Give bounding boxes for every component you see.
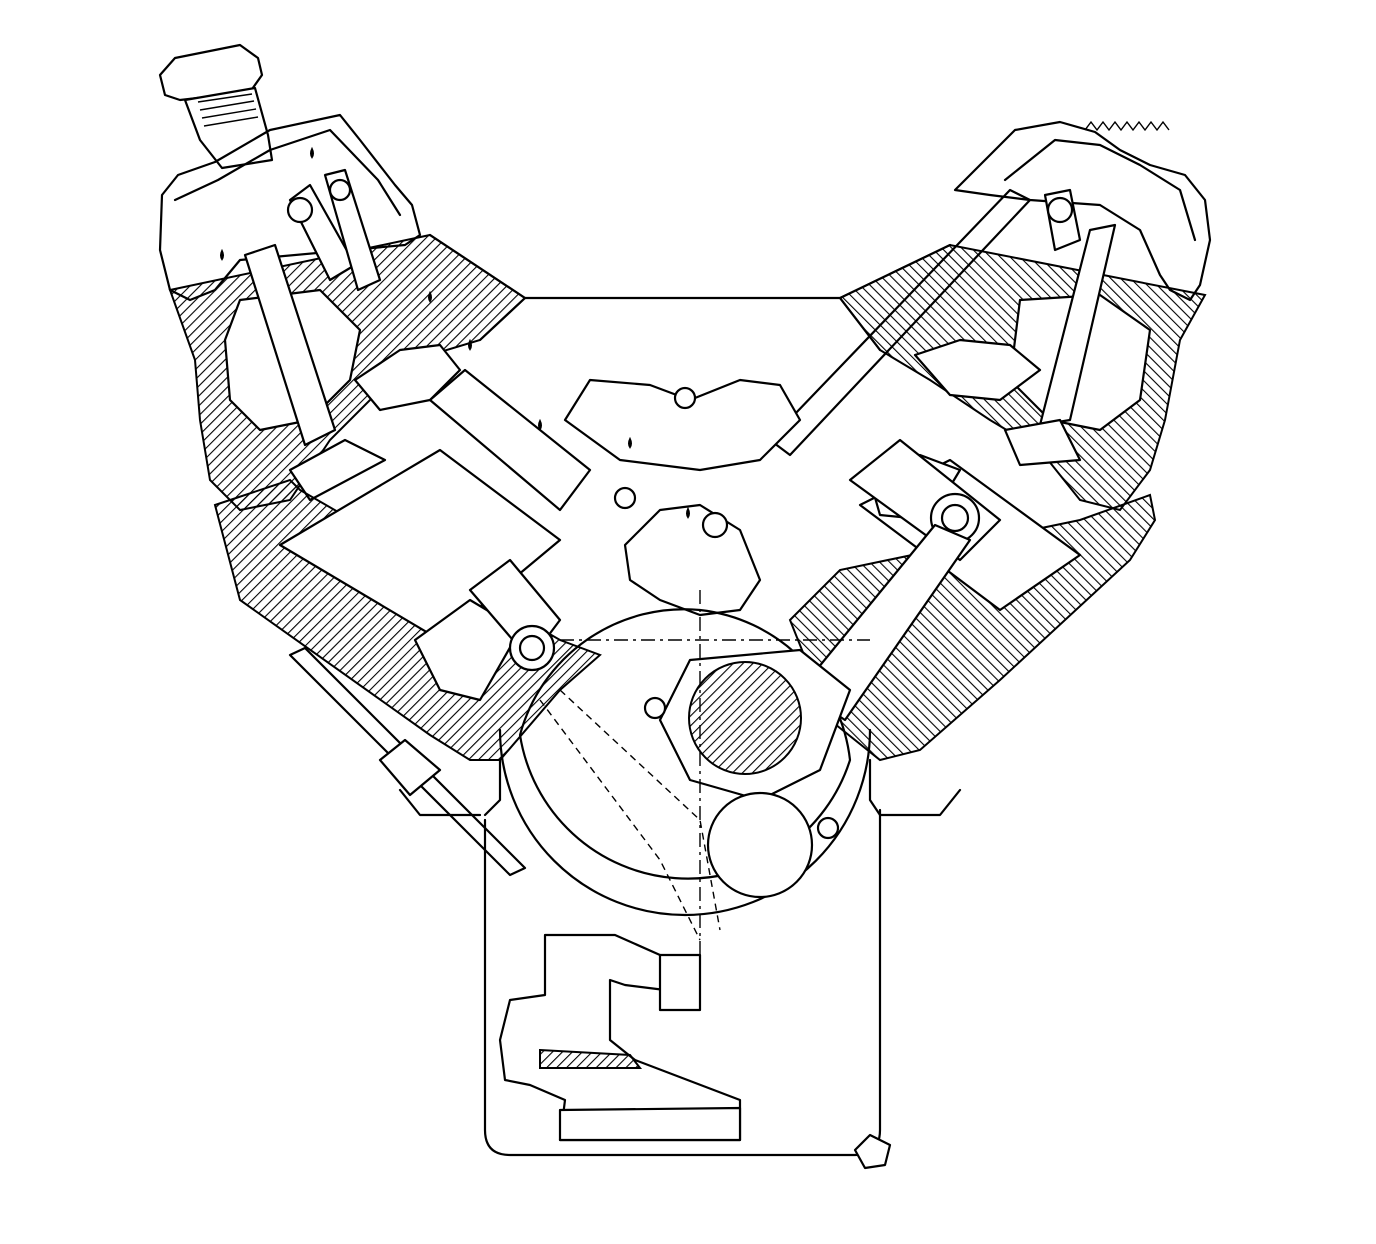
left-valve-train [243,168,387,502]
oil-flow-marks [220,146,690,519]
intake-manifold-valley [428,233,952,472]
oil-filler-cap [158,43,274,170]
right-piston [798,438,1002,722]
right-valve-train [768,188,1117,467]
oil-pump-pickup [498,933,742,1142]
drain-plug [853,1133,892,1170]
left-cylinder-head [168,233,527,512]
camshaft [613,486,762,617]
left-piston [428,368,592,672]
right-valve-cover [953,120,1212,302]
left-bolt [288,646,527,877]
crankshaft [498,590,872,960]
